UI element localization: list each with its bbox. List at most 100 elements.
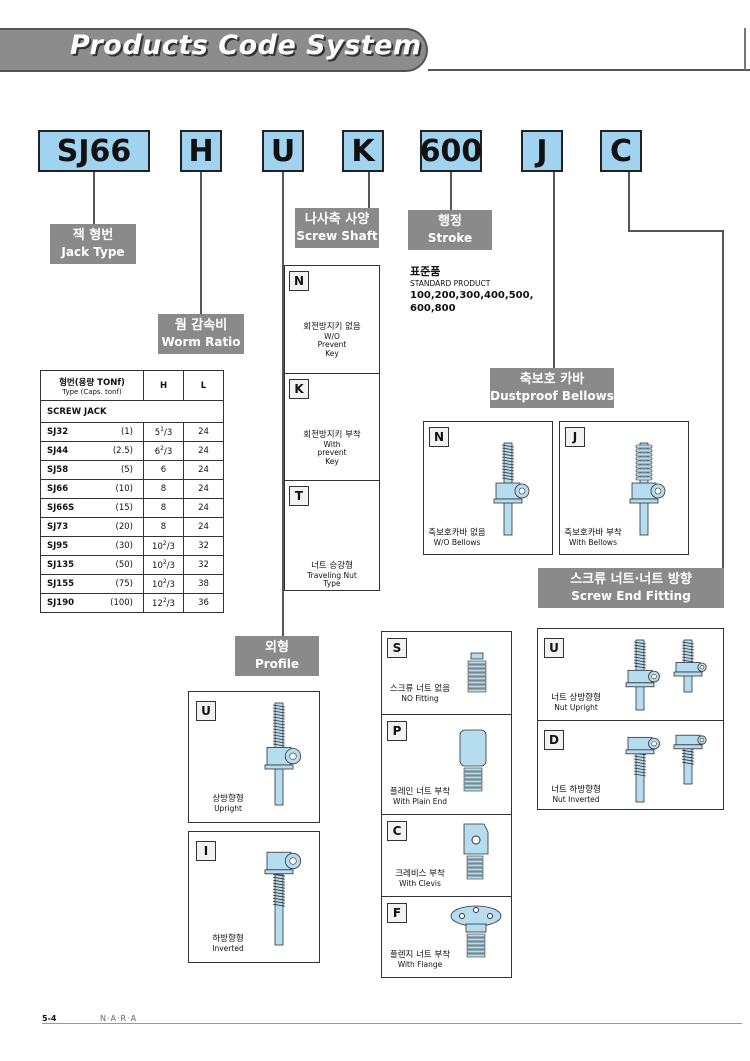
table-row: SJ32 (1) 51/3 24 bbox=[40, 422, 224, 442]
head-model-text: 형번(용량 TONf) bbox=[59, 377, 125, 388]
cell-capacity: (50) bbox=[92, 555, 145, 575]
caption-en: Traveling Nut bbox=[307, 570, 357, 580]
option-letter: I bbox=[196, 841, 216, 861]
option-letter: C bbox=[387, 821, 407, 841]
connector-fitting-a bbox=[628, 172, 630, 230]
code-stroke: 600 bbox=[420, 130, 482, 172]
screw-jack-drawing bbox=[264, 702, 302, 806]
cell-capacity: (75) bbox=[92, 574, 145, 594]
footer-rule bbox=[42, 1023, 742, 1024]
caption-en: With Bellows bbox=[569, 537, 617, 547]
cell-h: 6 bbox=[143, 460, 184, 480]
label-ko: 외형 bbox=[265, 640, 289, 656]
option-letter: T bbox=[289, 486, 309, 506]
cell-h: 8 bbox=[143, 498, 184, 518]
label-ko: 스크류 너트·너트 방향 bbox=[570, 572, 692, 588]
cell-l: 24 bbox=[183, 460, 224, 480]
code-jack-type: SJ66 bbox=[38, 130, 150, 172]
standard-stroke-block: 표준품 STANDARD PRODUCT 100,200,300,400,500… bbox=[410, 265, 533, 315]
fitting-drawing bbox=[458, 820, 492, 886]
caption-en: With Plain End bbox=[392, 796, 448, 806]
flange-fitting bbox=[450, 905, 502, 958]
caption-ko: 너트 승강형 bbox=[311, 561, 353, 571]
connector-dustproof bbox=[553, 172, 555, 368]
option-letter: D bbox=[544, 730, 564, 750]
cell-h: 51/3 bbox=[143, 422, 184, 442]
label-stroke: 행정 Stroke bbox=[408, 210, 492, 250]
jack-type-table: 형번(용량 TONf) Type (Caps. tonf) H L SCREW … bbox=[40, 370, 224, 613]
caption-en: Prevent bbox=[317, 340, 347, 350]
caption-en: W/O Bellows bbox=[433, 537, 481, 547]
label-en: Profile bbox=[254, 656, 300, 671]
profile-drawing bbox=[254, 699, 304, 813]
connector-shaft bbox=[368, 172, 370, 208]
cell-l: 24 bbox=[183, 422, 224, 442]
caption-en: With Clevis bbox=[399, 878, 441, 888]
plain-screw-end bbox=[467, 652, 487, 693]
caption-ko: 플레인 너트 부착 bbox=[389, 787, 451, 797]
label-ko: 축보호 카바 bbox=[519, 372, 585, 388]
option-letter: P bbox=[387, 721, 407, 741]
label-ko: 잭 형번 bbox=[72, 228, 114, 244]
option-letter: N bbox=[429, 427, 449, 447]
cell-model: SJ135 bbox=[40, 555, 93, 575]
cell-h: 8 bbox=[143, 479, 184, 499]
caption-en: prevent bbox=[317, 448, 347, 458]
code-profile: U bbox=[262, 130, 304, 172]
table-row: SJ44 (2.5) 62/3 24 bbox=[40, 441, 224, 461]
label-jack-type: 잭 형번 Jack Type bbox=[50, 224, 136, 264]
option-letter: J bbox=[565, 427, 585, 447]
table-head-model: 형번(용량 TONf) Type (Caps. tonf) bbox=[40, 370, 144, 401]
option-letter: K bbox=[289, 379, 309, 399]
cell-capacity: (30) bbox=[92, 536, 145, 556]
cell-l: 24 bbox=[183, 479, 224, 499]
shaft-option-caption: 회전방지키 없음 W/O Prevent Key bbox=[284, 322, 380, 359]
caption-ko: 축보호카바 없음 bbox=[428, 528, 486, 538]
nut-drawing-a bbox=[618, 636, 662, 718]
page-number: 5-4 bbox=[42, 1014, 57, 1023]
option-letter: U bbox=[196, 701, 216, 721]
table-row: SJ73 (20) 8 24 bbox=[40, 517, 224, 537]
option-letter: F bbox=[387, 903, 407, 923]
cell-h: 102/3 bbox=[143, 574, 184, 594]
caption-en: W/O bbox=[324, 331, 340, 341]
bellows-option-panel bbox=[423, 421, 553, 555]
cell-model: SJ73 bbox=[40, 517, 93, 537]
nut-drawing-b bbox=[666, 636, 710, 700]
caption-en: Nut Upright bbox=[554, 702, 598, 712]
clevis-fitting bbox=[463, 823, 489, 880]
cell-model: SJ190 bbox=[40, 593, 93, 613]
cell-capacity: (20) bbox=[92, 517, 145, 537]
divider bbox=[381, 814, 512, 815]
cell-h: 8 bbox=[143, 517, 184, 537]
cell-h: 62/3 bbox=[143, 441, 184, 461]
divider bbox=[284, 480, 380, 481]
connector-fitting-c bbox=[722, 230, 724, 570]
plain-end-fitting bbox=[459, 729, 487, 792]
cell-model: SJ44 bbox=[40, 441, 93, 461]
code-worm-ratio: H bbox=[180, 130, 222, 172]
cell-h: 122/3 bbox=[143, 593, 184, 613]
fitting-drawing bbox=[462, 651, 492, 705]
caption-ko: 회전방지키 부착 bbox=[303, 430, 361, 440]
cell-h: 102/3 bbox=[143, 555, 184, 575]
bellows-drawing bbox=[485, 439, 531, 543]
screw-jack-drawing bbox=[493, 442, 530, 536]
cell-model: SJ66S bbox=[40, 498, 93, 518]
shaft-option-caption: 너트 승강형 Traveling Nut Type bbox=[284, 561, 380, 589]
option-letter: U bbox=[544, 638, 564, 658]
table-row: SJ155 (75) 102/3 38 bbox=[40, 574, 224, 594]
label-en: Dustproof Bellows bbox=[490, 388, 614, 403]
screw-jack-drawing bbox=[629, 442, 666, 536]
screw-jack-drawing bbox=[264, 851, 302, 946]
label-en: Stroke bbox=[427, 230, 473, 245]
page-title: Products Code System bbox=[70, 30, 422, 61]
nut-drawing-b bbox=[666, 728, 710, 792]
caption-ko: 회전방지키 없음 bbox=[303, 322, 361, 332]
